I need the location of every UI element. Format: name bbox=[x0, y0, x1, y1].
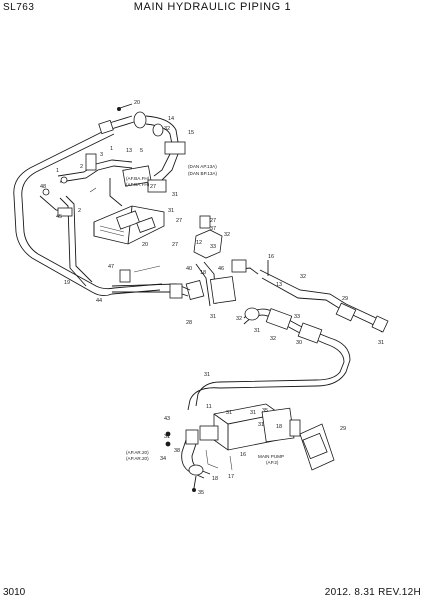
callout-number: 45 bbox=[56, 214, 62, 220]
callout-number: 35 bbox=[198, 490, 204, 496]
callout-number: 13 bbox=[126, 148, 132, 154]
main-pump bbox=[165, 403, 335, 492]
callout-number: 18 bbox=[200, 270, 206, 276]
callout-number: 44 bbox=[96, 298, 102, 304]
valve-bracket bbox=[93, 205, 165, 245]
callout-number: 31 bbox=[210, 314, 216, 320]
right-pipe-run bbox=[259, 260, 389, 333]
note-apar20-1: (AP.AR.20) bbox=[126, 450, 149, 455]
right-hose-to-pump bbox=[187, 307, 351, 411]
left-loop-pipes bbox=[13, 127, 163, 297]
callout-number: 40 bbox=[186, 266, 192, 272]
callout-number: 11 bbox=[206, 404, 212, 410]
callout-number: 31 bbox=[168, 208, 174, 214]
note-afbafh-1: (AF.BA.FH) bbox=[126, 176, 150, 181]
callout-number: 31 bbox=[204, 372, 210, 378]
callout-number: 27 bbox=[210, 218, 216, 224]
callout-number: 2 bbox=[78, 208, 81, 214]
callout-number: 31 bbox=[378, 340, 384, 346]
callout-number: 31 bbox=[226, 410, 232, 416]
callout-number: 32 bbox=[164, 126, 170, 132]
callout-number: 5 bbox=[140, 148, 143, 154]
callout-number: 18 bbox=[276, 424, 282, 430]
callout-number: 30 bbox=[296, 340, 302, 346]
note-ap2: (AP.2) bbox=[266, 460, 279, 465]
page-number: 3010 bbox=[3, 587, 26, 598]
callout-number: 20 bbox=[142, 242, 148, 248]
callout-number: 33 bbox=[210, 244, 216, 250]
callout-number: 29 bbox=[340, 426, 346, 432]
callout-number: 31 bbox=[258, 422, 264, 428]
callout-number: 27 bbox=[176, 218, 182, 224]
callout-number: 46 bbox=[218, 266, 224, 272]
top-hose-assembly bbox=[98, 103, 186, 181]
callout-number: 16 bbox=[268, 254, 274, 260]
callout-number: 18 bbox=[212, 476, 218, 482]
note-apar20-2: (AP.AR.20) bbox=[126, 456, 149, 461]
callout-number: 29 bbox=[342, 296, 348, 302]
page-title: MAIN HYDRAULIC PIPING 1 bbox=[133, 1, 292, 13]
callout-number: 28 bbox=[186, 320, 192, 326]
callout-number: 16 bbox=[240, 452, 246, 458]
callout-number: 32 bbox=[300, 274, 306, 280]
note-afbafh-2: (AF.BA.FH) bbox=[126, 182, 150, 187]
callout-number: 12 bbox=[196, 240, 202, 246]
center-hoses bbox=[111, 265, 191, 299]
note-main-pump: MAIN PUMP bbox=[258, 454, 284, 459]
callout-number: 1 bbox=[110, 146, 113, 152]
callout-number: 35 bbox=[262, 408, 268, 414]
callout-number: 13 bbox=[276, 282, 282, 288]
callout-number: 31 bbox=[164, 434, 170, 440]
callout-number: 37 bbox=[210, 226, 216, 232]
callout-number: 14 bbox=[168, 116, 174, 122]
callout-number: 34 bbox=[160, 456, 166, 462]
central-tee-valve bbox=[185, 215, 259, 307]
callout-number: 20 bbox=[134, 100, 140, 106]
callout-number: 15 bbox=[188, 130, 194, 136]
note-dan-bp: (DAN BP.13A) bbox=[188, 171, 217, 176]
revision-date: 2012. 8.31 REV.12H bbox=[324, 587, 421, 598]
callout-number: 31 bbox=[250, 410, 256, 416]
callout-number: 32 bbox=[236, 316, 242, 322]
callout-number: 27 bbox=[150, 184, 156, 190]
callout-number: 33 bbox=[294, 314, 300, 320]
callout-number: 27 bbox=[172, 242, 178, 248]
callout-number: 17 bbox=[228, 474, 234, 480]
callout-number: 3 bbox=[100, 152, 103, 158]
callout-number: 31 bbox=[172, 192, 178, 198]
callout-number: 32 bbox=[224, 232, 230, 238]
callout-number: 32 bbox=[270, 336, 276, 342]
callout-number: 2 bbox=[80, 164, 83, 170]
callout-number: 43 bbox=[164, 416, 170, 422]
callout-number: 19 bbox=[64, 280, 70, 286]
callout-number: 31 bbox=[254, 328, 260, 334]
callout-number: 47 bbox=[108, 264, 114, 270]
model-code: SL763 bbox=[3, 2, 35, 13]
upper-manifold bbox=[39, 153, 167, 217]
note-dan-ap: (DAN AP.13A) bbox=[188, 164, 217, 169]
callout-number: 1 bbox=[56, 168, 59, 174]
callout-number: 48 bbox=[40, 184, 46, 190]
callout-number: 38 bbox=[174, 448, 180, 454]
